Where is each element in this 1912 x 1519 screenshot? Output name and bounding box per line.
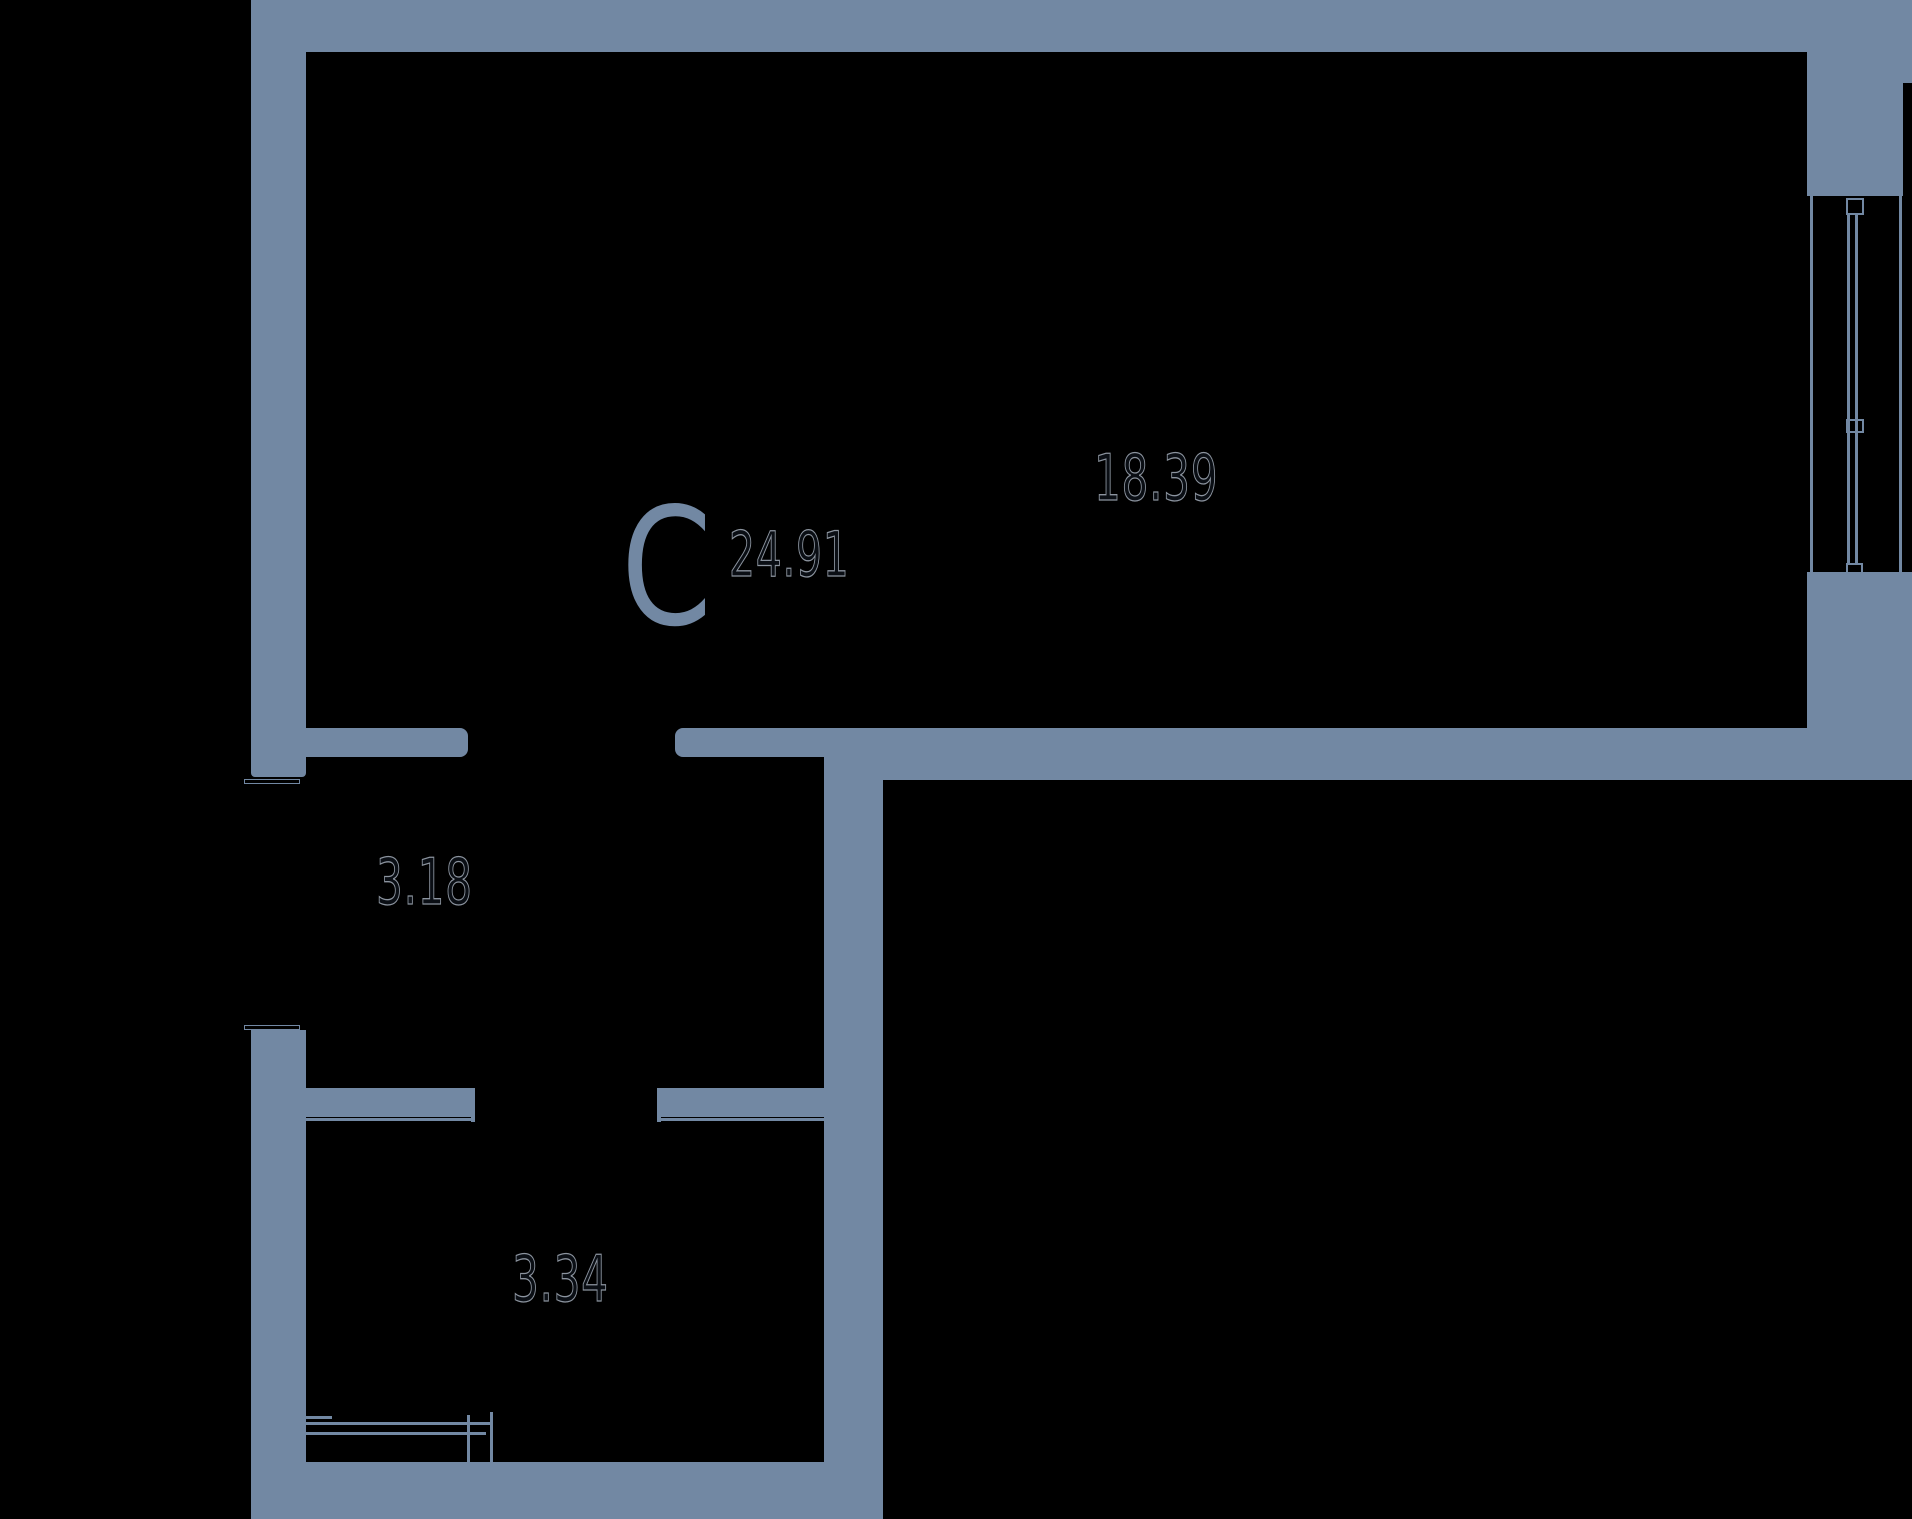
balcony-sill-line-2	[302, 1432, 486, 1435]
bathroom-area-label: 3.34	[512, 1243, 609, 1317]
wall-partition-b	[675, 728, 824, 757]
wall-bottom	[251, 1462, 883, 1519]
balcony-door-leaf	[303, 1385, 306, 1419]
balcony-frame-v-2	[490, 1412, 493, 1462]
wall-bathroom-top-left	[306, 1088, 475, 1117]
window-inner-face-line	[1810, 196, 1813, 585]
bathroom-door-jamb-left	[471, 1088, 475, 1122]
wall-top	[251, 0, 1807, 52]
hallway-area-label: 3.18	[376, 846, 473, 920]
wall-left-lower	[251, 1030, 306, 1519]
wall-left-upper	[251, 0, 306, 777]
wall-vertical-center	[824, 728, 883, 1519]
total-area-label: 24.91	[729, 518, 850, 591]
main-room-area-label: 18.39	[1094, 442, 1219, 516]
entry-door-cap-top	[244, 779, 300, 784]
wall-middle-right	[824, 728, 1912, 780]
balcony-sill-line-1	[302, 1422, 490, 1425]
window-top-cap	[1846, 198, 1864, 215]
window-outer-face-line	[1899, 196, 1902, 572]
entry-door-cap-bottom	[244, 1025, 300, 1030]
window-bottom-cap	[1846, 563, 1863, 582]
window-glass-line-1	[1847, 215, 1850, 563]
bathroom-door-jamb-right	[657, 1088, 661, 1122]
wall-partition-a	[306, 728, 468, 757]
wall-pier-top-right	[1807, 0, 1903, 196]
unit-type-letter: C	[621, 474, 713, 663]
balcony-door-leaf-foot	[303, 1416, 332, 1419]
balcony-frame-v-1	[467, 1415, 470, 1462]
window-glass-line-2	[1855, 215, 1858, 563]
wall-bathroom-top-right	[657, 1088, 824, 1117]
bathroom-wall-underline-right	[657, 1118, 824, 1121]
wall-pier-top-right-edge	[1903, 0, 1912, 83]
window-transom	[1846, 419, 1864, 433]
bathroom-wall-underline-left	[302, 1118, 475, 1121]
